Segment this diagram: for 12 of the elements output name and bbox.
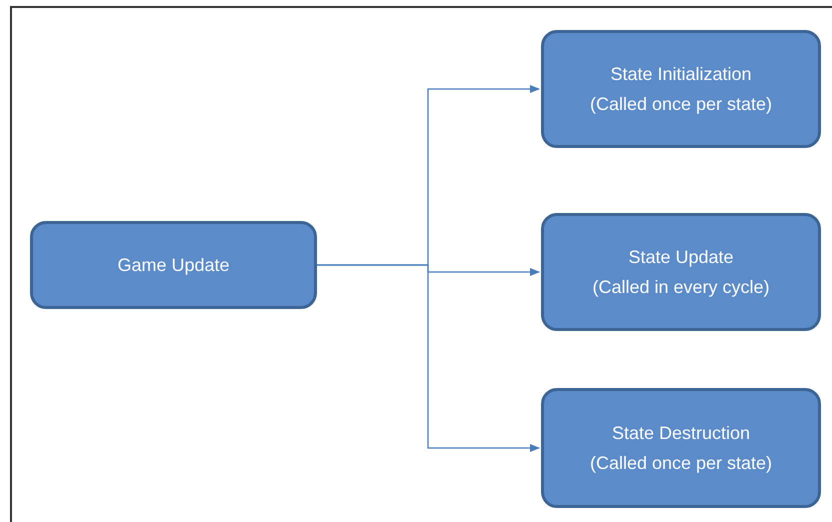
box-title: State Initialization — [610, 62, 752, 85]
process-box — [541, 30, 821, 148]
process-box — [541, 213, 821, 331]
box-subtitle: (Called once per state) — [590, 452, 772, 474]
box-title: State Destruction — [612, 422, 750, 444]
process-box — [541, 388, 821, 508]
box-subtitle: (Called once per state) — [590, 93, 772, 116]
box-title: State Update — [628, 246, 734, 268]
connector-arrow — [317, 264, 540, 452]
box-subtitle: (Called in every cycle) — [592, 276, 770, 298]
box-title: Game Update — [117, 254, 230, 276]
process-box — [30, 221, 317, 309]
